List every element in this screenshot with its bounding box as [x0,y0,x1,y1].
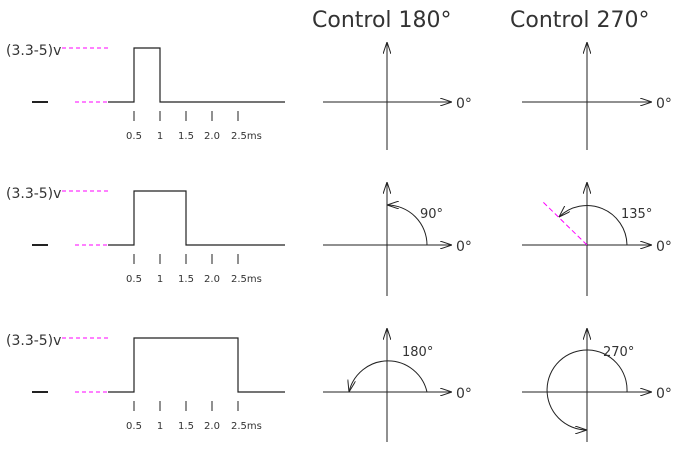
angle-label-270: 270° [603,345,634,360]
rotation-arc-180 [349,360,428,392]
zero-degree-label: 0° [656,239,672,255]
tick-label: 2.5ms [231,274,262,285]
tick-label: 1 [157,274,163,285]
rotation-arc-135 [559,205,628,246]
tick-label: 0.5 [126,274,142,285]
axes-180-row-3: 0° 180° [323,328,472,442]
tick-label: 2.5ms [231,131,262,142]
tick-label: 2.0 [204,131,220,142]
axes-270-row-1: 0° [522,42,672,150]
axes-180-row-2: 0° 90° [323,182,472,296]
tick-marks-2 [133,254,239,264]
voltage-label-3: (3.3-5)v [6,333,61,349]
zero-degree-label: 0° [456,96,472,112]
header-control-180: Control 180° [312,8,452,33]
pulse-waveform-2 [108,190,285,246]
angle-label-135: 135° [621,207,652,222]
tick-label: 1.5 [178,274,194,285]
tick-label: 1 [157,131,163,142]
tick-label: 2.5ms [231,421,262,432]
pwm-row-2: (3.3-5)v 0.5 1 1.5 2.0 2.5ms [6,186,285,285]
axes-270-row-2: 0° 135° [522,182,672,296]
tick-label: 2.0 [204,421,220,432]
axes-180-row-1: 0° [323,42,472,150]
tick-label: 0.5 [126,131,142,142]
voltage-label-1: (3.3-5)v [6,43,61,59]
pwm-row-3: (3.3-5)v 0.5 1 1.5 2.0 2.5ms [6,333,285,432]
angle-label-90: 90° [420,207,443,222]
tick-label: 0.5 [126,421,142,432]
tick-label: 1.5 [178,131,194,142]
rotation-arc-270 [546,349,628,430]
angle-label-180: 180° [402,345,433,360]
zero-degree-label: 0° [456,239,472,255]
pwm-row-1: (3.3-5)v 0.5 1 1.5 2.0 2.5ms [6,43,285,142]
zero-degree-label: 0° [456,386,472,402]
rotation-arc-90 [387,205,428,246]
target-angle-dash [541,200,588,246]
pulse-waveform-1 [108,47,285,103]
zero-degree-label: 0° [656,96,672,112]
zero-degree-label: 0° [656,386,672,402]
axes-270-row-3: 0° 270° [522,328,672,442]
tick-marks-3 [133,401,239,411]
tick-label: 1 [157,421,163,432]
pulse-waveform-3 [108,337,285,393]
tick-label: 1.5 [178,421,194,432]
voltage-label-2: (3.3-5)v [6,186,61,202]
tick-marks-1 [133,111,239,121]
tick-label: 2.0 [204,274,220,285]
header-control-270: Control 270° [510,8,650,33]
